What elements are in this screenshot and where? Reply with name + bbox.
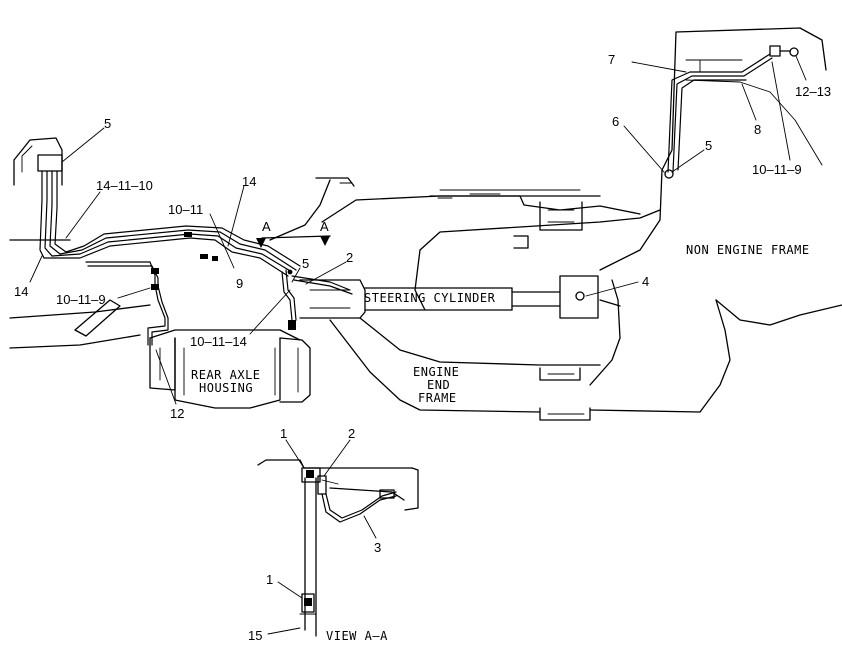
left-hose-bundle [37,154,353,346]
callout-8: 8 [754,122,761,137]
right-hose-assembly [664,45,799,179]
view-a-a-detail [257,459,419,637]
rear-axle-housing [149,329,311,409]
callout-10-11-14: 10–11–14 [190,334,247,349]
caption-non-engine-frame: NON ENGINE FRAME [686,243,810,257]
caption-rear-axle: REAR AXLE [191,368,261,382]
callout-14-left: 14 [14,284,28,299]
caption-end: END [427,378,450,392]
callout-5-mid: 5 [302,256,309,271]
callout-10-11-9-right: 10–11–9 [752,162,802,177]
callout-5-right: 5 [705,138,712,153]
caption-engine: ENGINE [413,365,459,379]
callout-14-11-10: 14–11–10 [96,178,153,193]
callout-view-3: 3 [374,540,381,555]
leader-lines [29,55,807,635]
section-label-a-right: A [320,219,329,234]
callout-6: 6 [612,114,619,129]
caption-steering-cylinder: STEERING CYLINDER [364,291,496,305]
section-marker-a-a[interactable]: A A [256,219,331,248]
callout-10-11-mid: 10–11 [168,202,203,217]
callout-12-13: 12–13 [795,84,831,99]
callout-14-mid: 14 [242,174,256,189]
callout-view-1-bottom: 1 [266,572,273,587]
caption-housing: HOUSING [199,381,253,395]
callout-view-1-top: 1 [280,426,287,441]
callout-2-mid: 2 [346,250,353,265]
caption-view-a-a: VIEW A–A [326,629,388,643]
callouts: 5 14–11–10 14 10–11–9 12 10–11 14 9 5 2 … [14,52,831,643]
callout-10-11-9-left: 10–11–9 [56,292,106,307]
callout-view-15: 15 [248,628,262,643]
callout-7: 7 [608,52,615,67]
callout-4: 4 [642,274,649,289]
steering-cylinder [299,275,599,319]
callout-12: 12 [170,406,184,421]
callout-9-mid: 9 [236,276,243,291]
callout-view-2-top: 2 [348,426,355,441]
machine-outline [9,27,842,421]
callout-5-top-left: 5 [104,116,111,131]
caption-frame: FRAME [418,391,457,405]
section-label-a-left: A [262,219,271,234]
captions: STEERING CYLINDER NON ENGINE FRAME REAR … [191,243,810,643]
